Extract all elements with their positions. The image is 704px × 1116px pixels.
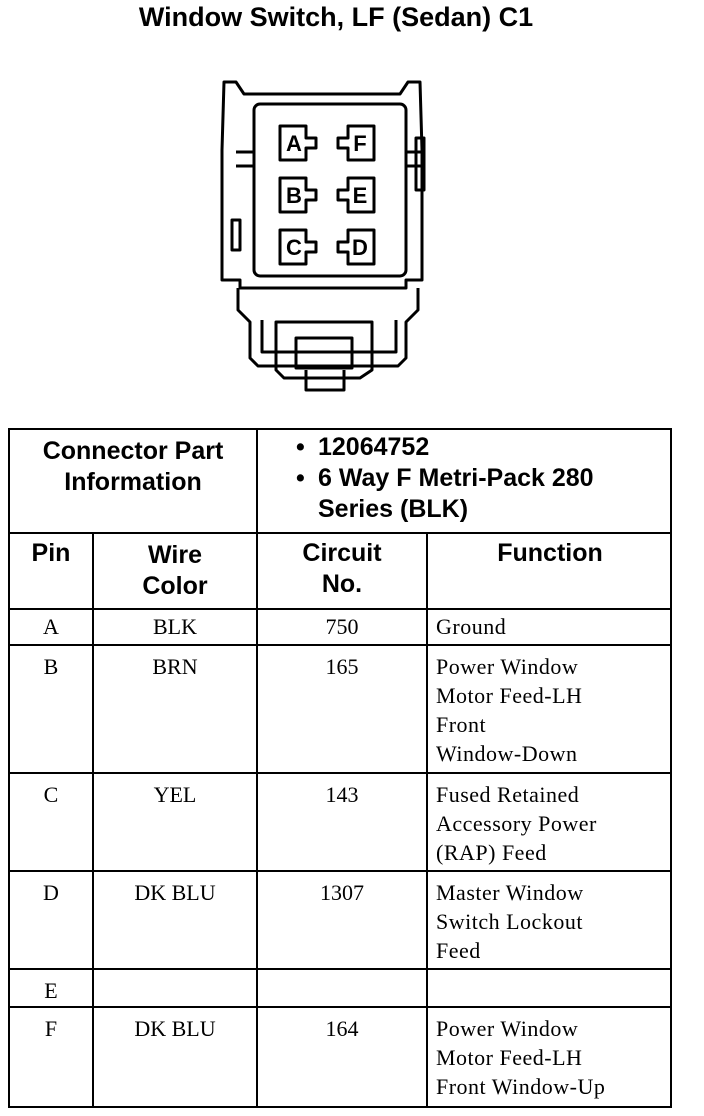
- row-c-circuit: 143: [325, 782, 359, 807]
- part-description-line1: 6 Way F Metri-Pack 280: [318, 464, 594, 492]
- row-a-color: BLK: [153, 614, 197, 639]
- pin-label-d: D: [352, 235, 368, 260]
- part-info-label-line1: Connector Part: [42, 437, 224, 465]
- header-circuit-line2: No.: [321, 570, 363, 598]
- pin-cavity-d: [336, 228, 376, 266]
- pin-cavity-b: [278, 176, 318, 214]
- part-info-label-line2: Information: [64, 468, 202, 496]
- row-e-pin: E: [44, 978, 58, 1003]
- row-b-function: Power Window Motor Feed-LH Front Window-…: [436, 654, 583, 766]
- pin-label-e: E: [353, 183, 368, 208]
- part-info-values: •12064752 •6 Way F Metri-Pack 280 Series…: [296, 433, 594, 523]
- part-info-label: Connector Part Information: [10, 434, 256, 498]
- row-f-function: Power Window Motor Feed-LH Front Window-…: [436, 1016, 606, 1099]
- row-d-pin: D: [43, 880, 59, 905]
- row-b-circuit: 165: [325, 654, 359, 679]
- header-circuit-line1: Circuit: [302, 539, 382, 567]
- header-wire-line2: Color: [142, 572, 208, 600]
- pin-cavity-c: [278, 228, 318, 266]
- part-description-line2: Series (BLK): [318, 495, 469, 523]
- page-title: Window Switch, LF (Sedan) C1: [138, 2, 534, 32]
- row-d-color: DK BLU: [134, 880, 216, 905]
- pin-label-f: F: [353, 131, 366, 156]
- header-circuit-no: Circuit No.: [258, 538, 426, 600]
- row-d-function: Master Window Switch Lockout Feed: [436, 880, 584, 963]
- row-c-pin: C: [43, 782, 59, 807]
- connector-table: Connector Part Information •12064752 •6 …: [8, 428, 672, 1108]
- row-f-color: DK BLU: [134, 1016, 216, 1041]
- part-number: 12064752: [318, 433, 430, 461]
- row-f-pin: F: [44, 1016, 58, 1041]
- header-pin: Pin: [31, 539, 71, 567]
- header-wire-line1: Wire: [148, 541, 202, 569]
- row-a-pin: A: [43, 614, 59, 639]
- pin-label-a: A: [286, 131, 302, 156]
- row-f-circuit: 164: [325, 1016, 359, 1041]
- header-wire-color: Wire Color: [94, 540, 256, 602]
- row-c-color: YEL: [153, 782, 197, 807]
- row-d-circuit: 1307: [320, 880, 364, 905]
- pin-label-c: C: [286, 235, 302, 260]
- row-a-circuit: 750: [325, 614, 359, 639]
- row-a-function: Ground: [436, 614, 507, 639]
- pin-cavity-a: [278, 124, 318, 162]
- row-b-color: BRN: [152, 654, 198, 679]
- pin-cavity-e: [336, 176, 376, 214]
- row-b-pin: B: [43, 654, 59, 679]
- header-function: Function: [497, 539, 603, 567]
- connector-face-diagram: A F B E C D: [220, 80, 426, 392]
- row-c-function: Fused Retained Accessory Power (RAP) Fee…: [436, 782, 597, 865]
- pin-cavity-f: [336, 124, 376, 162]
- pin-label-b: B: [286, 183, 302, 208]
